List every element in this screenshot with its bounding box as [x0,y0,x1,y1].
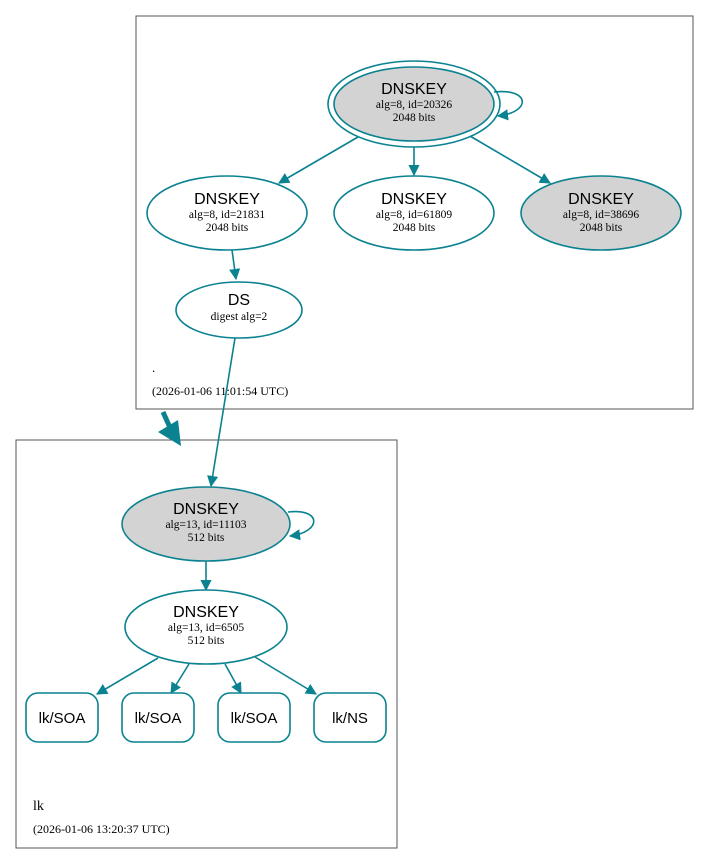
record-label: lk/SOA [135,710,182,727]
edge-lk-zsk-to-soa2 [170,663,190,694]
node-title: DNSKEY [173,501,239,518]
node-line2: 512 bits [188,635,225,647]
zone-timestamp-lk: (2026-01-06 13:20:37 UTC) [33,822,170,836]
node-title: DNSKEY [194,191,260,208]
edge-lk-zsk-to-soa1 [96,657,159,695]
node-title: DNSKEY [173,604,239,621]
edges [96,90,551,695]
delegation-edge [158,410,181,446]
node-title: DNSKEY [568,191,634,208]
zone-timestamp-root: (2026-01-06 11:01:54 UTC) [152,384,288,398]
edge-lk-zsk-to-soa3 [224,663,242,694]
edge-zsk1-to-ds [229,249,241,281]
edge-root-ksk-self-loop [493,90,524,121]
node-line2: 512 bits [188,532,225,544]
edge-lk-ksk-self-loop [287,510,315,541]
node-root-zsk1[interactable]: DNSKEY alg=8, id=21831 2048 bits [146,175,308,251]
node-line1: alg=8, id=20326 [376,99,452,111]
node-line1: alg=8, id=61809 [376,209,452,221]
node-title: DS [228,292,250,309]
node-root-key3[interactable]: DNSKEY alg=8, id=38696 2048 bits [520,175,682,251]
edge-lk-zsk-to-ns [254,656,317,695]
node-line1: alg=13, id=6505 [168,622,244,634]
record-lk-soa-2[interactable]: lk/SOA [121,692,195,743]
node-line2: 2048 bits [393,222,436,234]
node-line1: alg=13, id=11103 [165,519,246,531]
record-label: lk/SOA [39,710,86,727]
node-title: DNSKEY [381,191,447,208]
record-lk-soa-1[interactable]: lk/SOA [25,692,99,743]
record-label: lk/SOA [231,710,278,727]
node-line1: alg=8, id=21831 [189,209,265,221]
node-lk-zsk[interactable]: DNSKEY alg=13, id=6505 512 bits [124,589,288,665]
edge-root-ksk-to-key3 [469,135,551,184]
edge-ds-to-lk-ksk [207,337,236,488]
node-lk-ksk[interactable]: DNSKEY alg=13, id=11103 512 bits [121,486,291,562]
node-ds[interactable]: DS digest alg=2 [175,281,303,339]
node-line1: alg=8, id=38696 [563,209,639,221]
node-line2: 2048 bits [393,112,436,124]
record-lk-soa-3[interactable]: lk/SOA [217,692,291,743]
node-line2: 2048 bits [206,222,249,234]
node-title: DNSKEY [381,81,447,98]
node-root-zsk2[interactable]: DNSKEY alg=8, id=61809 2048 bits [333,175,495,251]
record-lk-ns[interactable]: lk/NS [313,692,387,743]
node-line1: digest alg=2 [211,311,268,323]
zone-name-lk: lk [33,799,44,814]
node-root-ksk[interactable]: DNSKEY alg=8, id=20326 2048 bits [327,60,501,148]
record-label: lk/NS [332,710,368,727]
edge-root-ksk-to-zsk1 [278,136,359,184]
node-line2: 2048 bits [580,222,623,234]
zone-name-root: . [152,360,155,375]
